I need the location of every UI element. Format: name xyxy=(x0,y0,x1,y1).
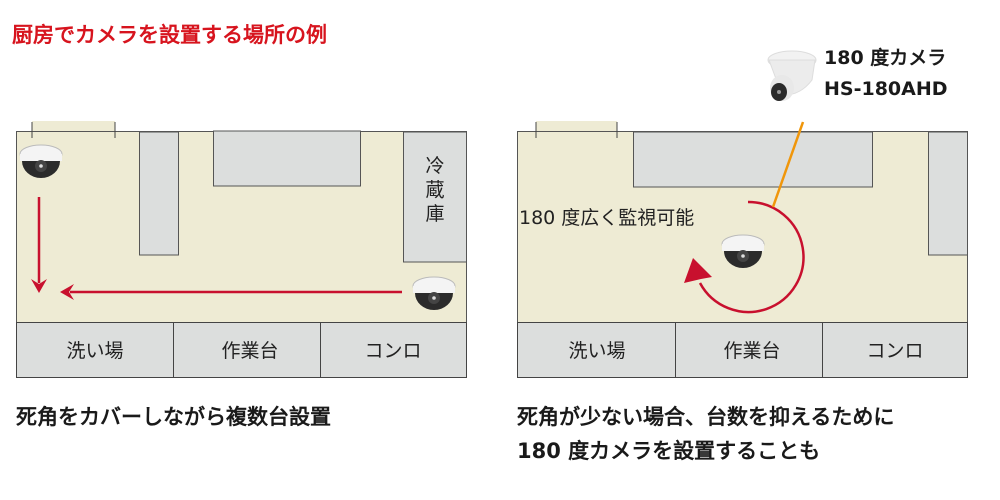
left-caption: 死角をカバーしながら複数台設置 xyxy=(16,405,331,429)
counter xyxy=(633,131,873,188)
counter xyxy=(928,131,968,256)
counter xyxy=(213,130,361,187)
product-name: 180 度カメラ xyxy=(824,46,946,69)
fridge-label: 冷 xyxy=(425,155,444,177)
left-floor-plan: 冷 蔵 庫 洗い場 作業台 コンロ xyxy=(16,121,467,378)
page-title: 厨房でカメラを設置する場所の例 xyxy=(12,23,327,47)
right-floor-plan: 洗い場 作業台 コンロ 180 度広く監視可能 xyxy=(517,121,968,378)
bottom-counters xyxy=(16,322,467,378)
product-model: HS-180AHD xyxy=(824,78,948,100)
coverage-label: 180 度広く監視可能 xyxy=(519,207,694,229)
counter xyxy=(139,131,179,256)
worktable-label: 作業台 xyxy=(723,340,780,362)
rotation-arrow xyxy=(698,200,805,314)
stove-label: コンロ xyxy=(866,340,923,362)
right-caption-line2: 180 度カメラを設置することも xyxy=(517,439,820,463)
sink-label: 洗い場 xyxy=(66,340,123,362)
bottom-counters xyxy=(517,322,968,378)
door-opening xyxy=(32,121,115,133)
fridge-label: 蔵 xyxy=(425,179,444,201)
leader-line xyxy=(771,121,805,208)
fridge-label: 庫 xyxy=(425,203,444,225)
door-opening xyxy=(536,121,617,133)
refrigerator xyxy=(403,131,467,263)
stove-label: コンロ xyxy=(364,340,421,362)
worktable-label: 作業台 xyxy=(221,340,278,362)
180-degree-camera-icon xyxy=(767,50,817,101)
right-caption-line1: 死角が少ない場合、台数を抑えるために xyxy=(517,405,894,429)
sink-label: 洗い場 xyxy=(568,340,625,362)
